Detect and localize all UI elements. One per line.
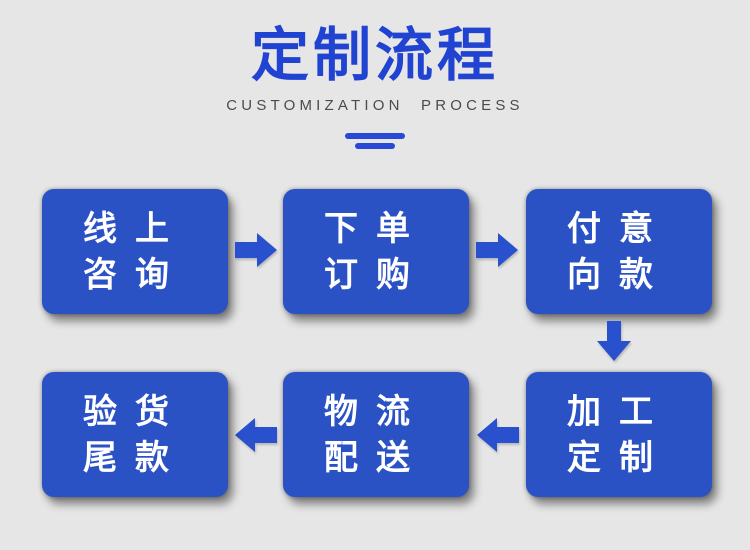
step-logistics-delivery: 物流 配送 [283,372,469,497]
decoration-bar-top [345,133,405,139]
step-processing-customization: 加工 定制 [526,372,712,497]
step-text-line: 咨询 [83,255,187,294]
arrow-left-icon [235,418,277,452]
step-text-line: 验货 [83,392,187,431]
page-subtitle: CUSTOMIZATION PROCESS [226,97,524,114]
decoration-bar-bottom [355,143,395,149]
step-text-line: 向款 [567,255,671,294]
step-text-line: 下单 [324,209,428,248]
step-text-line: 付意 [567,209,671,248]
page-title: 定制流程 [250,23,499,88]
arrow-down-icon [597,321,631,361]
step-text-line: 尾款 [83,438,187,477]
step-text-line: 加工 [567,392,671,431]
step-inspection-final-payment: 验货 尾款 [42,372,228,497]
step-text-line: 物流 [324,392,428,431]
step-text-line: 配送 [324,438,428,477]
step-text-line: 线上 [83,209,187,248]
step-text-line: 订购 [324,255,428,294]
step-pay-deposit: 付意 向款 [526,189,712,314]
step-text-line: 定制 [567,438,671,477]
equals-decoration [0,133,750,149]
step-place-order: 下单 订购 [283,189,469,314]
arrow-right-icon [235,233,277,267]
arrow-right-icon [476,233,518,267]
arrow-left-icon [477,418,519,452]
step-online-consultation: 线上 咨询 [42,189,228,314]
